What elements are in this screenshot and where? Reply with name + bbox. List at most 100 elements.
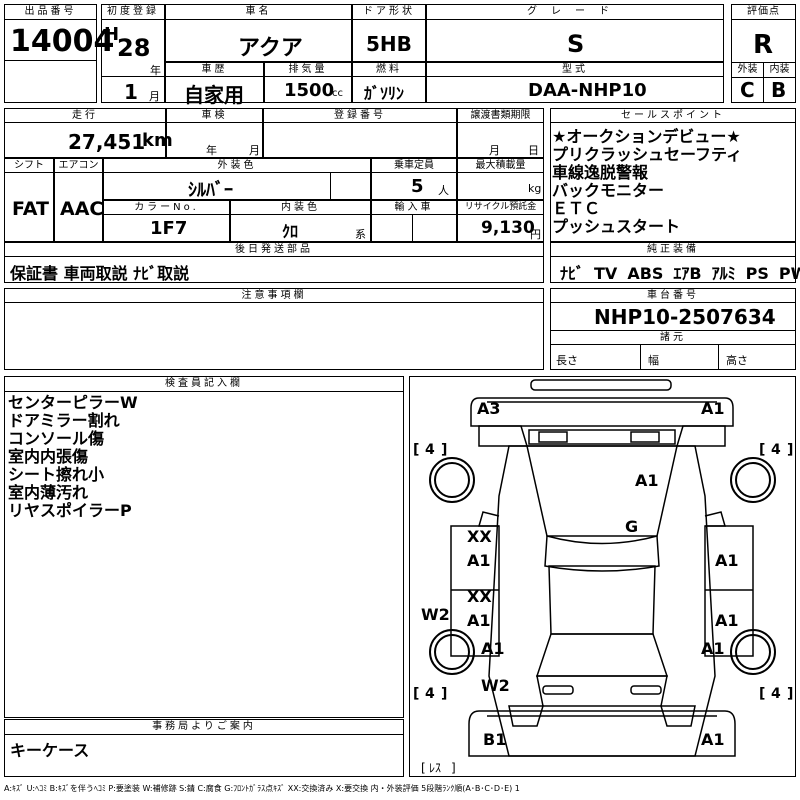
exterior-grade: C — [740, 78, 755, 102]
svg-text:[: [ — [421, 761, 426, 775]
door-type: 5HB — [366, 32, 412, 56]
era: H — [104, 24, 120, 45]
inspector-item: コンソール傷 — [8, 429, 105, 448]
equipment-item: ｱﾙﾐ — [711, 264, 736, 283]
spec-divider-2 — [718, 345, 719, 370]
tire-depth-tr: 4 — [771, 442, 781, 458]
sales-item: ★オークションデビュー★ — [552, 127, 741, 146]
fuel: ｶﾞｿﾘﾝ — [364, 84, 405, 103]
reg-year: 28 — [117, 34, 151, 62]
sales-item: プッシュスタート — [552, 217, 681, 236]
tire-depths: [4] [4] [4] [4] — [413, 442, 793, 702]
tires — [429, 457, 776, 675]
mark-ld1-top: XX — [467, 527, 492, 546]
color-no: 1F7 — [150, 218, 188, 239]
notes-label: 注意事項欄 — [4, 288, 544, 303]
transfer-month-unit: 月 — [489, 144, 500, 157]
height-label: 高さ — [726, 354, 748, 367]
load-label: 最大積載量 — [457, 158, 544, 173]
mark-rear-bumper-r: A1 — [701, 730, 725, 749]
mark-rear-bumper-l: B1 — [483, 730, 506, 749]
month-unit: 月 — [149, 90, 160, 103]
shift-label: シフト — [4, 158, 54, 173]
diagram-cell — [409, 376, 796, 777]
sales-item: プリクラッシュセーフティ — [552, 145, 743, 164]
history: 自家用 — [184, 83, 244, 107]
sales-item: ＥＴＣ — [552, 199, 601, 218]
later-label: 後日発送部品 — [4, 242, 544, 257]
recycle: 9,130 — [481, 218, 535, 238]
svg-text:]: ] — [441, 442, 447, 458]
inspector-list: センターピラーW ドアミラー割れ コンソール傷 室内内張傷 シート擦れ小 室内薄… — [8, 394, 138, 520]
score-split — [763, 78, 764, 103]
history-label: 車歴 — [165, 62, 264, 77]
tire-depth-tl: 4 — [425, 442, 435, 458]
equipment-item: ABS — [627, 264, 664, 283]
tire-depth-br: 4 — [771, 686, 781, 702]
lot-label: 出品番号 — [4, 4, 97, 20]
mark-pillar-l: W2 — [421, 605, 450, 624]
mark-rear-fender-l: A1 — [481, 639, 505, 658]
first-reg-divider — [101, 76, 165, 77]
chassis-label: 車台番号 — [550, 288, 796, 303]
ac: AAC — [60, 198, 104, 220]
recycle-label: リサイクル預託金 — [457, 200, 544, 215]
inspector-item: シート擦れ小 — [8, 465, 105, 484]
later-parts: 保証書 車両取説 ﾅﾋﾞ取説 — [10, 264, 190, 283]
capacity: 5 — [411, 176, 424, 197]
model: DAA-NHP10 — [528, 80, 647, 101]
spare-value: ﾚｽ — [429, 761, 441, 775]
equipment-item: ﾅﾋﾞ — [560, 264, 585, 283]
svg-text:[: [ — [759, 442, 765, 458]
first-reg-label: 初度登録 — [101, 4, 165, 20]
svg-text:]: ] — [787, 442, 793, 458]
damage-marks: A3 A1 A1 G XX A1 XX A1 A1 A1 W2 A1 A1 W2… — [421, 399, 739, 749]
import-label: 輸入車 — [371, 200, 457, 215]
svg-text:]: ] — [451, 761, 456, 775]
model-label: 型式 — [426, 62, 724, 77]
color-label: 外装色 — [103, 158, 371, 173]
load-unit: kg — [528, 182, 542, 195]
mileage-unit: km — [142, 130, 173, 151]
displacement-unit: cc — [332, 88, 343, 99]
lot-divider — [4, 60, 97, 61]
ac-label: エアコン — [54, 158, 103, 173]
inspection-label: 車検 — [166, 108, 263, 123]
reg-month: 1 — [124, 80, 138, 104]
int-color-label: 内装色 — [230, 200, 371, 215]
equipment-label: 純正装備 — [550, 242, 796, 257]
insp-year-unit: 年 — [206, 144, 217, 157]
color-no-label: カラーNo. — [103, 200, 230, 215]
score: R — [753, 30, 774, 60]
spare-tire: [ ﾚｽ ] — [421, 761, 456, 775]
capacity-unit: 人 — [438, 184, 449, 197]
mark-rd1: A1 — [715, 551, 739, 570]
year-unit: 年 — [150, 64, 161, 77]
office-label: 事務局よりご案内 — [4, 719, 404, 735]
recycle-unit: 円 — [530, 228, 541, 241]
color-divider — [330, 173, 331, 200]
capacity-label: 乗車定員 — [371, 158, 457, 173]
svg-text:]: ] — [787, 686, 793, 702]
color: ｼﾙﾊﾞｰ — [188, 180, 233, 201]
inspector-item: センターピラーW — [8, 393, 138, 412]
inspector-item: リヤスポイラーP — [8, 501, 132, 520]
width-label: 幅 — [648, 354, 659, 367]
mark-ld2-top: XX — [467, 587, 492, 606]
length-label: 長さ — [556, 354, 578, 367]
mileage: 27,451 — [68, 130, 146, 154]
sales-label: セールスポイント — [550, 108, 796, 123]
reg-no-label: 登録番号 — [263, 108, 457, 123]
svg-text:]: ] — [441, 686, 447, 702]
spec-label: 諸元 — [550, 330, 796, 345]
mileage-label: 走行 — [4, 108, 166, 123]
tire-depth-bl: 4 — [425, 686, 435, 702]
mark-hood: A1 — [635, 471, 659, 490]
mark-rear-l: W2 — [481, 676, 510, 695]
mark-rear-fender-r: A1 — [701, 639, 725, 658]
equipment-item: PS — [745, 264, 769, 283]
equipment-item: TV — [594, 264, 618, 283]
mark-rd2: A1 — [715, 611, 739, 630]
int-color: ｸﾛ — [282, 222, 299, 241]
displacement: 1500 — [284, 80, 335, 101]
